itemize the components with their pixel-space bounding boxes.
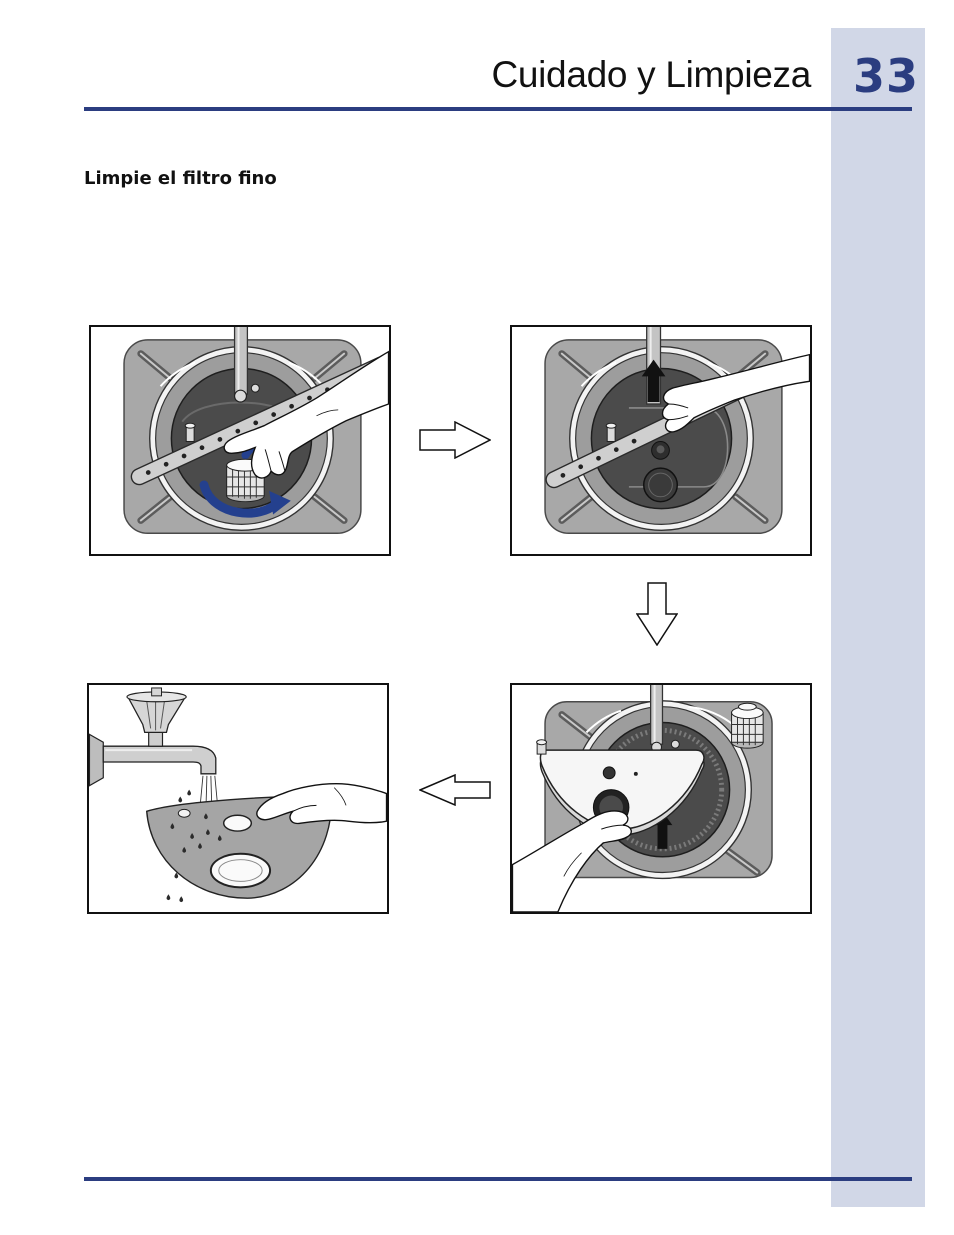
page-title: Cuidado y Limpieza	[491, 53, 811, 97]
arrow-left-icon	[419, 774, 491, 806]
sump-center-knob	[652, 441, 670, 459]
arrow-down-icon	[636, 582, 678, 646]
hand	[257, 784, 387, 824]
drain-opening	[644, 468, 678, 502]
step-3-drawing	[512, 685, 810, 912]
step-1-drawing	[91, 327, 389, 554]
step-4-drawing	[89, 685, 387, 912]
fine-filter	[732, 703, 764, 748]
header-rule	[84, 107, 912, 111]
step-4-illustration	[87, 683, 389, 914]
arm-mount-bracket	[606, 423, 616, 441]
faucet	[89, 688, 215, 786]
filter-peg	[537, 740, 547, 754]
arm-mount-bracket	[185, 423, 195, 441]
step-2-drawing	[512, 327, 810, 554]
step-3-illustration	[510, 683, 812, 914]
arrow-right-icon	[419, 421, 491, 459]
page-number: 33	[853, 50, 919, 102]
side-tab-band	[831, 28, 925, 1207]
section-heading: Limpie el filtro fino	[84, 168, 277, 190]
step-2-illustration	[510, 325, 812, 556]
step-1-illustration	[89, 325, 391, 556]
footer-rule	[84, 1177, 912, 1181]
